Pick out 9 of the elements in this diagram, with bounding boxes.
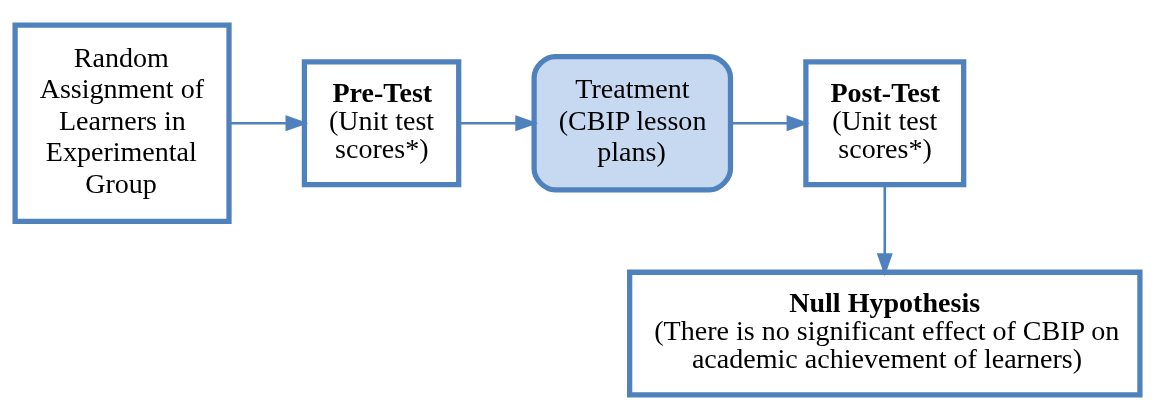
- arrow: [229, 114, 309, 131]
- node-box: Pre-Test (Unit test scores*): [301, 58, 462, 187]
- node-box: Treatment (CBIP lesson plans): [531, 53, 734, 192]
- node-box: Post-Test (Unit test scores*): [803, 58, 967, 187]
- arrow: [458, 114, 539, 131]
- node-box: Null Hypothesis (There is no significant effect of CBIP on academic achievement of learners): [627, 269, 1143, 398]
- arrow: [730, 114, 810, 131]
- arrow: [876, 184, 893, 276]
- node-box: Random Assignment of Learners in Experimental Group: [12, 21, 232, 224]
